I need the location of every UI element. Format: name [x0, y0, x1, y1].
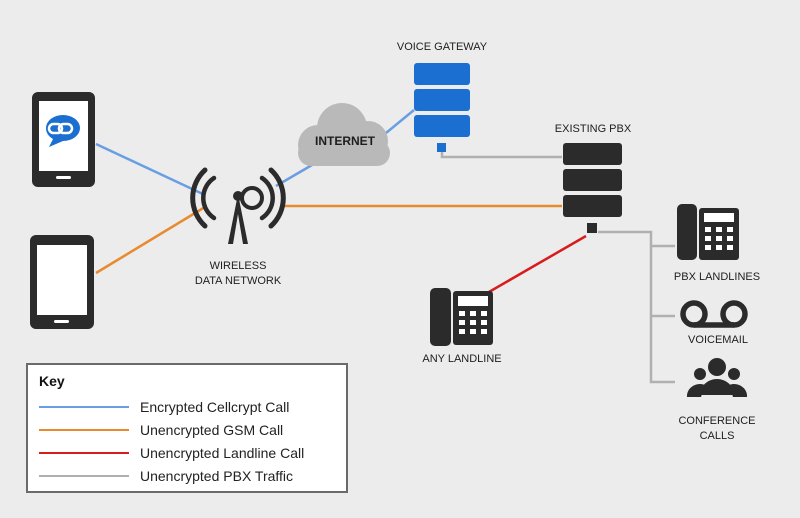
data-network-label: DATA NETWORK: [194, 275, 282, 287]
calls-label: CALLS: [699, 430, 735, 442]
conference-people-icon: [686, 358, 748, 397]
legend-line-encrypted: [39, 406, 129, 408]
conference-label: CONFERENCE: [678, 415, 756, 427]
legend-line-gsm: [39, 429, 129, 431]
any-landline-label: ANY LANDLINE: [422, 353, 502, 365]
tablet-icon: [30, 235, 94, 329]
voice-gateway-server-icon: [414, 63, 470, 152]
legend-label-encrypted: Encrypted Cellcrypt Call: [140, 399, 290, 415]
legend-line-landline: [39, 452, 129, 454]
wireless-antenna-icon: [190, 167, 286, 244]
existing-pbx-server-icon: [563, 143, 622, 233]
voice-gateway-label: VOICE GATEWAY: [396, 41, 488, 53]
legend-box: Key Encrypted Cellcrypt Call Unencrypted…: [26, 363, 348, 493]
legend-label-pbx: Unencrypted PBX Traffic: [140, 468, 294, 484]
legend-item-gsm: Unencrypted GSM Call: [39, 420, 283, 440]
legend-title: Key: [39, 373, 65, 389]
pbx-traffic-line-branch: [598, 230, 675, 384]
desk-phone-icon: [430, 288, 493, 346]
legend-label-gsm: Unencrypted GSM Call: [140, 422, 284, 438]
wireless-label: WIRELESS: [209, 260, 267, 272]
landline-call-line: [481, 234, 587, 298]
voicemail-label: VOICEMAIL: [688, 334, 748, 346]
pbx-landlines-label: PBX LANDLINES: [673, 271, 761, 283]
legend-label-landline: Unencrypted Landline Call: [140, 445, 305, 461]
pbx-desk-phone-icon: [677, 204, 739, 260]
legend-item-landline: Unencrypted Landline Call: [39, 443, 304, 463]
legend-item-pbx: Unencrypted PBX Traffic: [39, 466, 293, 486]
pbx-traffic-line-gateway: [440, 151, 562, 159]
voicemail-icon: [680, 300, 748, 328]
legend-item-encrypted: Encrypted Cellcrypt Call: [39, 397, 289, 417]
encrypted-call-line-phone: [95, 142, 206, 197]
encrypted-call-line-gateway: [385, 109, 415, 134]
smartphone-icon: [32, 92, 95, 187]
internet-cloud-icon: [298, 103, 390, 166]
gsm-call-line-tablet: [95, 205, 206, 275]
legend-line-pbx: [39, 475, 129, 477]
existing-pbx-label: EXISTING PBX: [554, 123, 632, 135]
internet-label: INTERNET: [315, 134, 375, 148]
